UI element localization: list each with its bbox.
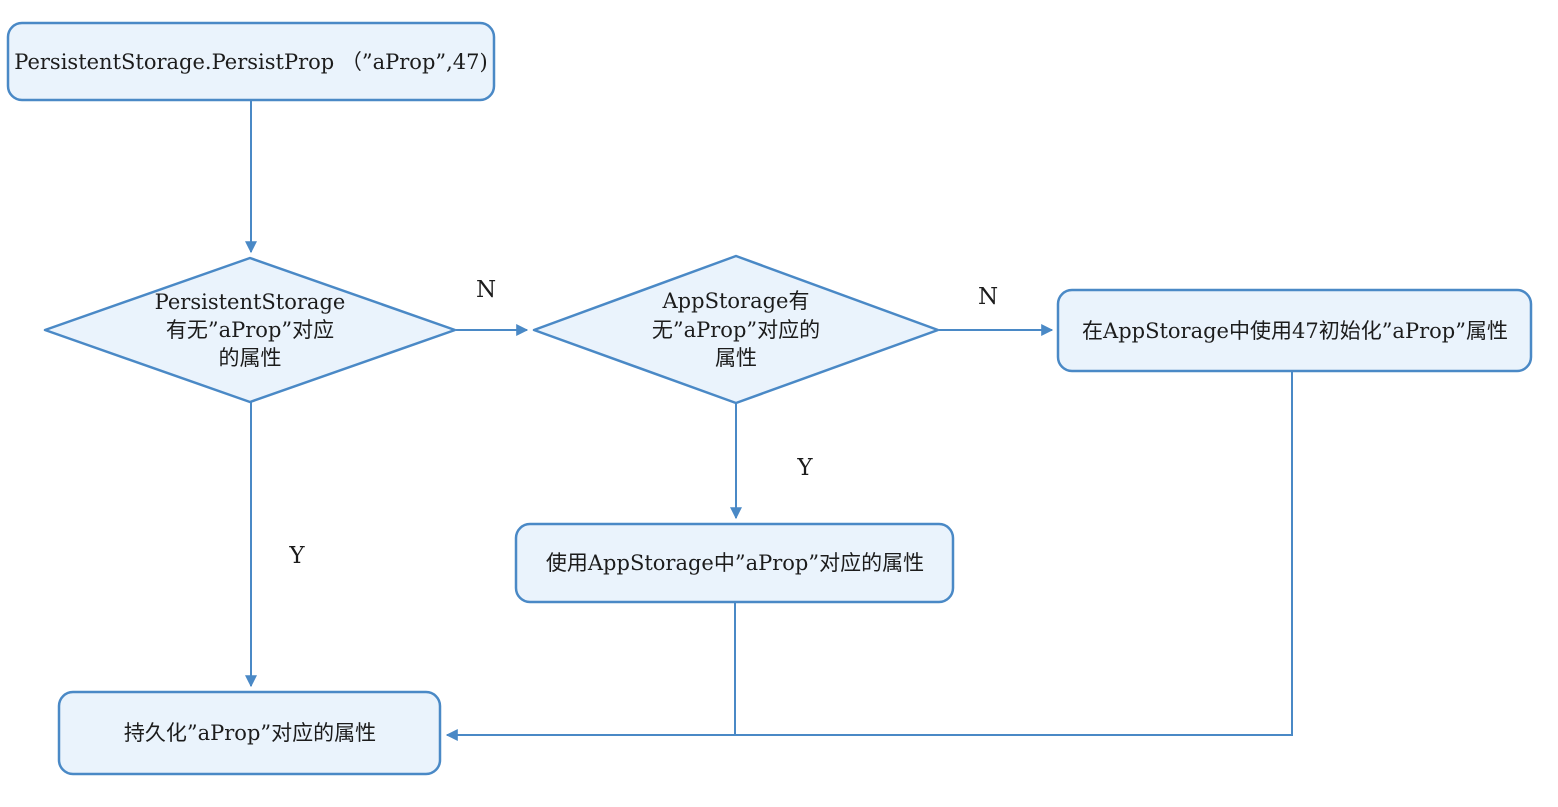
decision-persistentstorage-line-2: 有无”aProp”对应	[166, 318, 334, 342]
init-appstorage-label: 在AppStorage中使用47初始化”aProp”属性	[1082, 319, 1508, 343]
node-use-appstorage: 使用AppStorage中”aProp”对应的属性	[514, 522, 955, 604]
use-appstorage-shape	[514, 522, 955, 604]
edge-label-decision2-yes: Y	[796, 455, 813, 481]
persist-prop-shape	[57, 690, 442, 776]
use-appstorage-label: 使用AppStorage中”aProp”对应的属性	[546, 551, 924, 575]
edge-label-decision1-yes: Y	[288, 543, 305, 569]
edge-label-decision2-no: N	[978, 284, 998, 310]
decision-persistentstorage-shape	[43, 256, 457, 404]
edge-init-to-persist	[445, 371, 1293, 741]
init-appstorage-shape	[1056, 288, 1533, 373]
decision-persistentstorage-line-1: PersistentStorage	[155, 290, 346, 314]
node-start: PersistentStorage.PersistProp （”aProp”,4…	[6, 21, 496, 102]
start-node-shape	[6, 21, 496, 102]
node-decision-persistentstorage: PersistentStorage 有无”aProp”对应 的属性	[43, 256, 457, 404]
persist-prop-label: 持久化”aProp”对应的属性	[124, 721, 376, 745]
start-node-label: PersistentStorage.PersistProp （”aProp”,4…	[14, 50, 487, 74]
decision-persistentstorage-line-3: 的属性	[219, 346, 282, 370]
decision-appstorage-line-2: 无”aProp”对应的	[652, 318, 820, 342]
decision-appstorage-line-3: 属性	[715, 346, 757, 370]
node-init-appstorage: 在AppStorage中使用47初始化”aProp”属性	[1056, 288, 1533, 373]
edge-label-decision1-no: N	[476, 277, 496, 303]
decision-appstorage-shape	[532, 254, 940, 405]
decision-appstorage-line-1: AppStorage有	[662, 289, 810, 313]
node-persist-prop: 持久化”aProp”对应的属性	[57, 690, 442, 776]
node-decision-appstorage: AppStorage有 无”aProp”对应的 属性	[532, 254, 940, 405]
